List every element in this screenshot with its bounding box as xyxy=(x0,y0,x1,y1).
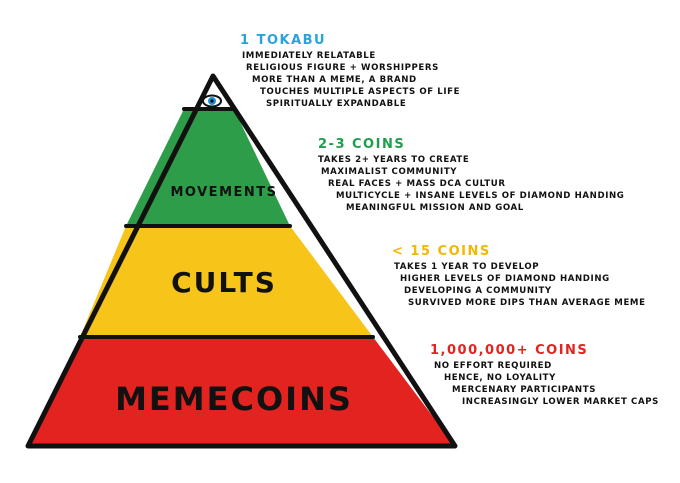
annotation-line: REAL FACES + MASS DCA CULTUR xyxy=(328,179,506,189)
annotation-line: DEVELOPING A COMMUNITY xyxy=(404,286,552,296)
annotation-line: RELIGIOUS FIGURE + WORSHIPPERS xyxy=(246,63,439,73)
annotation-cults: < 15 COINS TAKES 1 YEAR TO DEVELOP HIGHE… xyxy=(392,244,646,309)
annotation-line: INCREASINGLY LOWER MARKET CAPS xyxy=(462,397,659,407)
tier-label-cults: CULTS xyxy=(171,266,277,299)
tier-cults-band xyxy=(80,226,373,337)
annotation-line: HENCE, NO LOYALITY xyxy=(444,373,556,383)
annotation-line: MULTICYCLE + INSANE LEVELS OF DIAMOND HA… xyxy=(336,191,625,201)
tier-label-memecoins: MEMECOINS xyxy=(115,380,353,418)
annotation-line: MEANINGFUL MISSION AND GOAL xyxy=(346,203,524,213)
eye-icon xyxy=(202,94,222,108)
annotation-heading-memecoins: 1,000,000+ COINS xyxy=(430,343,589,358)
annotation-memecoins: 1,000,000+ COINS NO EFFORT REQUIRED HENC… xyxy=(430,343,659,408)
annotation-heading-tokabu: 1 TOKABU xyxy=(240,33,327,48)
annotation-line: HIGHER LEVELS OF DIAMOND HANDING xyxy=(400,274,610,284)
annotation-line: MAXIMALIST COMMUNITY xyxy=(321,167,458,177)
pyramid-outline xyxy=(25,73,458,449)
annotation-movements: 2-3 COINS TAKES 2+ YEARS TO CREATE MAXIM… xyxy=(318,137,624,214)
annotation-tokabu: 1 TOKABU IMMEDIATELY RELATABLE RELIGIOUS… xyxy=(240,33,460,110)
annotation-line: TAKES 2+ YEARS TO CREATE xyxy=(318,155,470,165)
tier-memecoins-band xyxy=(28,337,455,446)
annotation-line: SURVIVED MORE DIPS THAN AVERAGE MEME xyxy=(408,298,646,308)
annotation-line: TOUCHES MULTIPLE ASPECTS OF LIFE xyxy=(260,87,461,97)
annotation-line: MERCENARY PARTICIPANTS xyxy=(452,385,596,395)
annotation-heading-cults: < 15 COINS xyxy=(392,244,491,259)
tier-label-movements: MOVEMENTS xyxy=(170,185,277,200)
annotation-line: MORE THAN A MEME, A BRAND xyxy=(252,75,417,85)
annotation-line: IMMEDIATELY RELATABLE xyxy=(242,51,376,61)
annotation-line: NO EFFORT REQUIRED xyxy=(434,361,552,371)
annotation-heading-movements: 2-3 COINS xyxy=(318,137,406,152)
tier-movements-band xyxy=(126,109,290,226)
annotation-line: SPIRITUALLY EXPANDABLE xyxy=(266,99,407,109)
annotation-line: TAKES 1 YEAR TO DEVELOP xyxy=(394,262,540,272)
